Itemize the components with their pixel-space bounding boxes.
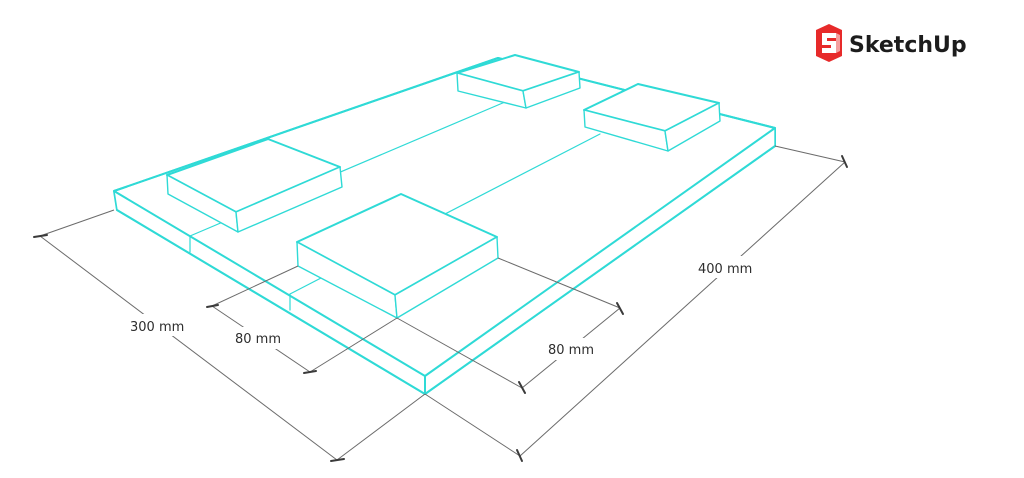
dim-length-tick-2 [516, 449, 523, 462]
dim-pad-left-tick-1 [206, 304, 219, 308]
dim-pad-left-label: 80 mm [235, 332, 281, 347]
dim-length-tick-1 [841, 155, 848, 168]
pad-front-left[interactable] [166, 138, 343, 233]
sketchup-logo-icon [816, 24, 842, 62]
dim-length-label: 400 mm [698, 262, 752, 277]
dim-pad-left-ext-2 [309, 317, 398, 373]
dim-pad-right-label: 80 mm [548, 343, 594, 358]
pad-back-center[interactable] [456, 54, 581, 109]
dim-pad-left-label-bg [232, 327, 286, 349]
dim-pad-right-tick-2 [518, 381, 526, 394]
dim-width-label: 300 mm [130, 320, 184, 335]
sketchup-logo: SketchUp [816, 24, 967, 62]
dim-width-ext-2 [336, 393, 426, 461]
dim-pad-left-tick-2 [303, 370, 317, 374]
dim-pad-right-label-bg [545, 338, 599, 360]
dim-width-line [39, 235, 338, 461]
dim-width-tick-2 [330, 458, 345, 462]
pad-front-left-side [235, 166, 343, 233]
sketchup-logo-text: SketchUp [849, 33, 967, 58]
dim-pad-right-ext-2 [396, 317, 523, 389]
dimension-pad-right[interactable]: 80 mm [396, 257, 624, 394]
base-plate-top-edge [113, 57, 776, 377]
dim-length-line [519, 161, 846, 457]
dim-length-ext-1 [774, 145, 846, 163]
pad-back-right-side [664, 102, 721, 152]
pad-back-right[interactable] [583, 83, 721, 152]
dimension-length[interactable]: 400 mm [424, 145, 848, 462]
dim-pad-left-ext-1 [211, 265, 299, 307]
dim-length-label-bg [695, 256, 759, 278]
dim-width-tick-1 [33, 234, 48, 238]
dim-width-label-bg [125, 314, 191, 336]
pad-back-center-side [522, 71, 581, 109]
dim-pad-right-tick-1 [616, 302, 624, 315]
pad-front-center[interactable] [296, 193, 499, 319]
dimension-width[interactable]: 300 mm [33, 209, 426, 462]
dimension-pad-left[interactable]: 80 mm [206, 265, 398, 374]
dim-width-ext-1 [39, 209, 115, 237]
dim-pad-right-ext-1 [497, 257, 621, 309]
dim-length-ext-2 [424, 393, 521, 457]
